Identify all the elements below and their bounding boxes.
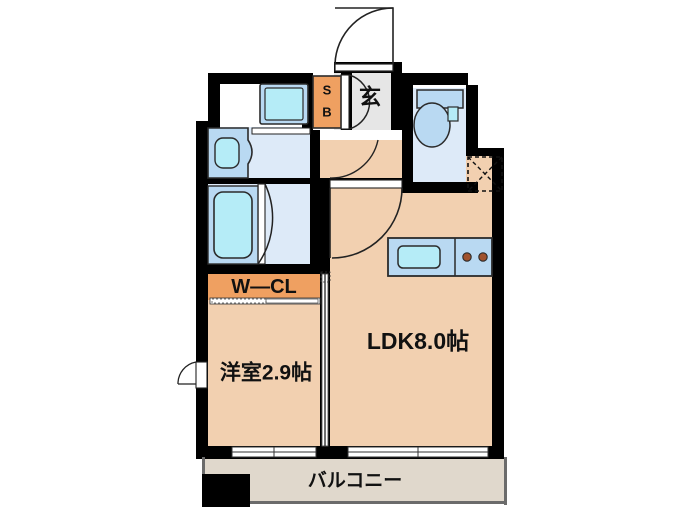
wall-toilet-bottom — [402, 182, 478, 193]
bathroom-door-leaf — [257, 183, 266, 265]
shoe-box: S B — [312, 75, 342, 129]
wall-washblock-top — [208, 73, 313, 84]
front-door-leaf — [334, 63, 394, 72]
washbasin — [207, 127, 253, 179]
bedroom-side-door-leaf — [195, 361, 208, 389]
walk-in-closet-floor — [208, 272, 330, 300]
wall-left-upper — [196, 127, 208, 272]
bedroom-side-door — [177, 361, 208, 389]
entrance-inner-door-leaf — [340, 74, 350, 130]
ldk-hall-door — [329, 179, 403, 259]
ldk-floor — [330, 185, 503, 448]
balcony-rail-right — [504, 457, 507, 505]
pipe-shaft-cross-b — [467, 156, 503, 192]
closet-door-track — [209, 297, 321, 305]
washroom-door-leaf — [251, 127, 311, 135]
fixtures: S B — [202, 75, 503, 507]
balcony-floor — [205, 458, 505, 502]
ldk-label: LDK8.0帖 — [367, 328, 469, 354]
bedroom-sliding-head — [320, 271, 331, 283]
ldk-hall-door-arc — [331, 187, 403, 259]
wall-right-outer — [492, 155, 504, 458]
kitchen-counter — [387, 237, 493, 277]
wall-entrance-right — [391, 62, 402, 130]
wall-closet-top — [196, 264, 330, 274]
wall-wet-divider — [208, 178, 310, 184]
washing-machine-drum — [264, 87, 304, 121]
openings — [177, 7, 489, 458]
bathtub — [207, 185, 259, 265]
balcony-rail-bottom — [202, 501, 507, 504]
stove-burner-right — [478, 252, 488, 262]
toilet-lever — [447, 106, 459, 122]
wall-washroom-hall — [310, 130, 320, 272]
pipe-shaft-outline — [467, 156, 503, 192]
wall-toilet-right — [466, 85, 478, 155]
shoe-box-label-b: B — [322, 105, 331, 120]
balcony-label: バルコニー — [308, 470, 403, 492]
bedroom-label: 洋室2.9帖 — [220, 361, 312, 385]
bathroom-door-arc — [257, 183, 274, 265]
pipe-shaft — [467, 156, 503, 192]
closet-opening — [209, 297, 321, 305]
walk-in-closet-label: W—CL — [231, 276, 297, 298]
front-door-swing-arc — [334, 7, 394, 65]
wall-washblock-left — [208, 73, 220, 127]
bedroom-side-door-arc — [177, 361, 197, 385]
bedroom-floor — [208, 300, 330, 448]
room-labels: LDK8.0帖 洋室2.9帖 W—CL バルコニー 玄 — [220, 85, 469, 492]
hall-upper-door-arc — [329, 139, 379, 179]
washbasin-bowl — [214, 137, 240, 169]
bedroom-sliding-door — [320, 271, 331, 447]
ldk-balcony-window — [347, 446, 489, 458]
kitchen-sink — [397, 245, 441, 269]
front-door — [334, 7, 394, 72]
toilet-seat — [413, 102, 451, 148]
entrance-inner-door-arc — [348, 74, 371, 130]
bedroom-balcony-window — [231, 446, 317, 458]
washing-machine — [259, 83, 309, 125]
shoe-box-label-s: S — [323, 83, 332, 98]
hall-floor — [310, 140, 403, 185]
wall-ldk-left-upper — [320, 185, 330, 265]
closet-door-panel-b — [265, 298, 319, 304]
wall-toilet-left — [402, 85, 413, 193]
wall-top-right — [402, 73, 468, 85]
ac-outdoor-unit — [202, 474, 250, 507]
shoe-box-body — [312, 75, 342, 129]
stove-burner-left — [462, 252, 472, 262]
toilet-bowl — [413, 89, 464, 148]
wall-right-step — [466, 148, 504, 156]
bathtub-basin — [213, 191, 253, 259]
washroom-door — [251, 127, 311, 135]
ldk-hall-door-leaf — [329, 179, 403, 189]
entrance-label: 玄 — [359, 85, 381, 110]
